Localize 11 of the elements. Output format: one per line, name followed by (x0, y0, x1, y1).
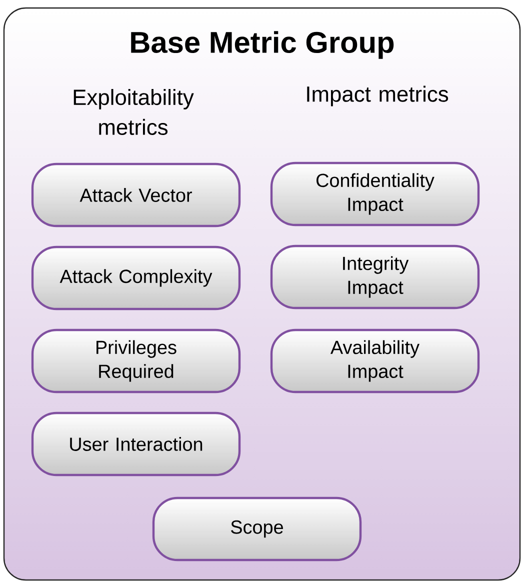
metric-box: Availability Impact (270, 328, 480, 394)
metric-box: Confidentiality Impact (270, 162, 480, 226)
column-heading: Exploitability metrics (74, 89, 194, 135)
metric-box: Attack Vector (31, 162, 241, 228)
column-heading: Impact metrics (307, 86, 448, 106)
metric-box: User Interaction (31, 412, 241, 476)
metric-box: Attack Complexity (31, 246, 241, 310)
metric-box: Integrity Impact (270, 244, 480, 310)
metric-box: Privileges Required (31, 328, 241, 394)
title: Base Metric Group (131, 31, 394, 59)
metric-box: Scope (152, 496, 362, 562)
